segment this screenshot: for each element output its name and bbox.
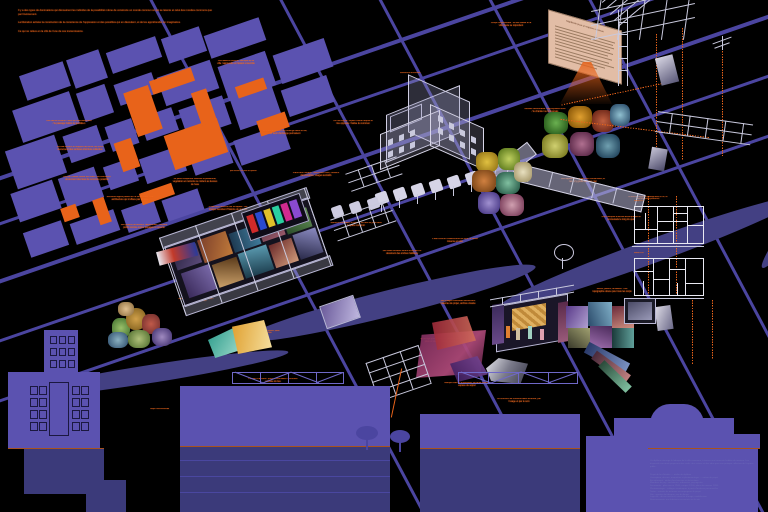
- roof-truss: [232, 371, 344, 384]
- signal-mast: [722, 46, 723, 156]
- credit-entry: Site : quartier de fabrique, rive du fle…: [650, 493, 689, 496]
- projection-screen-assembly: Manifeste pour un espace commun: [542, 0, 672, 104]
- credits-intro: Ce diplôme interroge la fabrique de la v…: [650, 460, 755, 468]
- credit-entry: Encadrement : atelier d'architecture et …: [650, 479, 699, 482]
- signal-mast: [656, 34, 657, 160]
- signal-mast: [712, 300, 713, 360]
- sail-fragment: [208, 318, 272, 362]
- vegetation-collage: [106, 300, 178, 350]
- podium-block: [86, 480, 126, 512]
- credit-entry: Documents : plan masse 1/500, coupes 1/2…: [650, 485, 719, 488]
- antenna-icon: [712, 36, 736, 52]
- dimension-line: [632, 298, 704, 299]
- intro-text-block: Il y a des types de dominations qui déno…: [18, 9, 218, 33]
- left-building-windows: [30, 382, 89, 438]
- credits-rule: [648, 448, 760, 449]
- intro-paragraph-2: La libération activée la construction de…: [18, 21, 181, 25]
- credit-entry: Projet de fin d'études — atelier de dipl…: [650, 474, 692, 476]
- tent-fabric: [416, 312, 506, 384]
- floor-plan-upper: [634, 206, 704, 244]
- credit-entry: Membres du jury : architectes, urbaniste…: [650, 482, 703, 485]
- intro-paragraph-1: Il y a des types de dominations qui déno…: [18, 9, 213, 16]
- centre-building-elevation: [180, 386, 390, 446]
- roof-truss: [458, 371, 578, 384]
- credit-entry: Textes : extraits du mémoire accompagnan…: [650, 490, 701, 493]
- monitor-frame: [624, 298, 656, 324]
- intro-paragraph-3: Ce qui ne relève en la clôt de l'une de …: [18, 29, 84, 33]
- credits-panel: [648, 434, 760, 448]
- tree-icon: [552, 244, 574, 270]
- gantry-net: [590, 0, 700, 58]
- dome-building-elevation: [586, 404, 758, 512]
- highlight-zone: [60, 203, 80, 223]
- bridge-garden-collage: [470, 148, 536, 220]
- centre-podium: [180, 446, 390, 512]
- credit-entry: Logiciels : dessin vectoriel, retouche d…: [650, 496, 707, 499]
- credit-entry: Photomontages : collages numériques à pa…: [650, 487, 719, 490]
- roof-tree: [356, 426, 378, 450]
- credit-entry: Conception, dessins, maquettes et photom…: [650, 476, 718, 479]
- signal-mast: [692, 300, 693, 364]
- credits-list: Projet de fin d'études — atelier de dipl…: [650, 474, 762, 502]
- ground-line: [180, 446, 390, 447]
- ground-line: [8, 448, 104, 449]
- roof-tree: [390, 430, 410, 452]
- tree-row: [374, 170, 506, 218]
- theatre-stage-structure: [472, 284, 592, 372]
- floor-plan-lower: [634, 258, 704, 296]
- right-building-elevation: [420, 414, 580, 448]
- ground-line: [420, 448, 580, 449]
- bridge-garden-collage: [540, 104, 630, 168]
- right-podium: [420, 448, 580, 512]
- bottom-section-strip: [0, 330, 768, 512]
- dimension-line: [632, 246, 704, 247]
- credit-entry: Remerciements aux habitants rencontrés s…: [650, 499, 700, 502]
- signal-mast: [682, 28, 683, 160]
- hanging-figure: [654, 305, 674, 331]
